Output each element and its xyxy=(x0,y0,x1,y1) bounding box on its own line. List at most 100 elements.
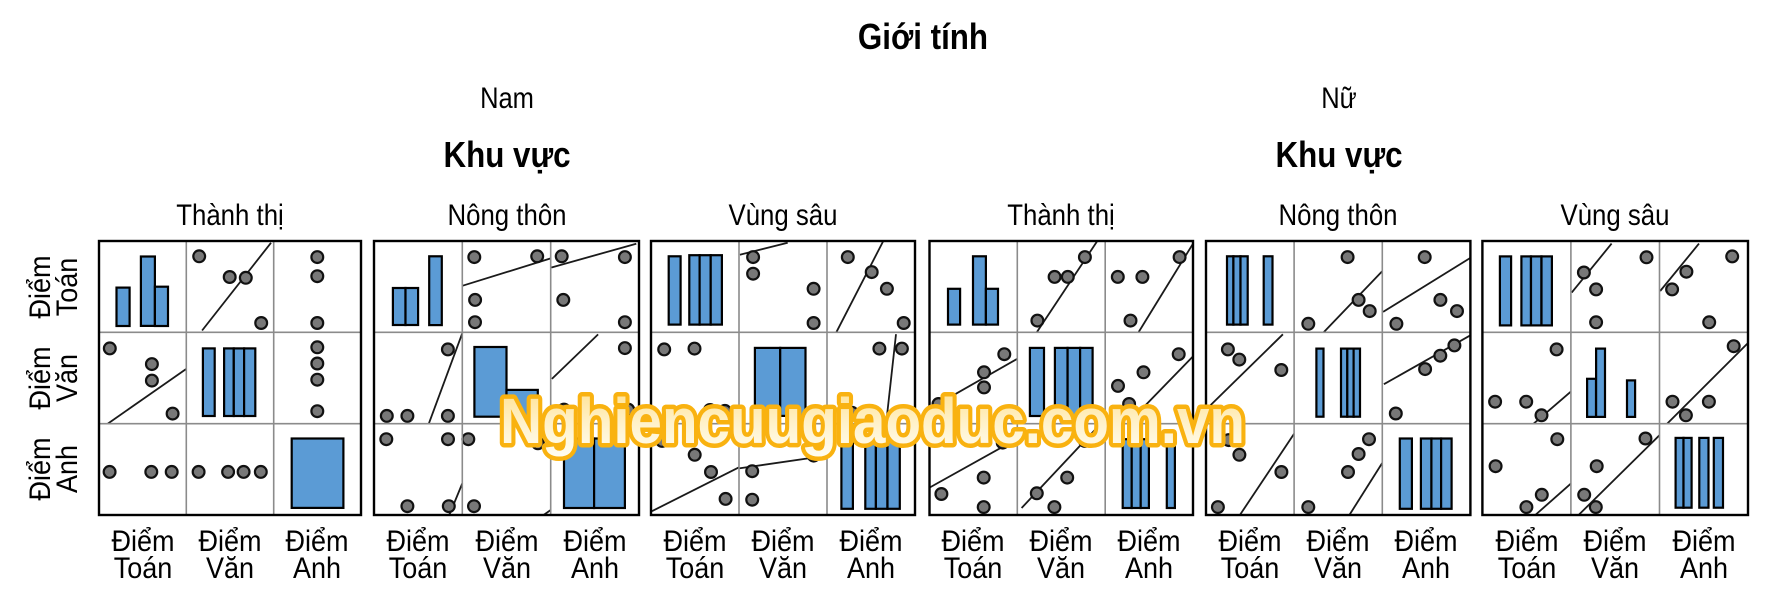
scatter-point xyxy=(467,250,482,265)
matrix-cell xyxy=(929,347,1018,412)
scatter-point xyxy=(1589,315,1604,330)
histogram-bar xyxy=(667,255,682,326)
scatter-point xyxy=(864,265,879,280)
scatter-point xyxy=(806,448,821,463)
histogram-bar xyxy=(1419,437,1433,510)
scatter-point xyxy=(844,405,859,420)
histogram-bar xyxy=(1698,436,1710,509)
scatter-point xyxy=(253,464,268,479)
matrix-cell xyxy=(1205,333,1289,420)
matrix-cell xyxy=(929,435,1018,515)
scatter-point xyxy=(192,249,207,264)
scatter-point xyxy=(400,499,415,514)
scatter-point xyxy=(976,365,991,380)
histogram-bar xyxy=(505,388,539,418)
scatter-point xyxy=(1433,348,1448,363)
scatter-point xyxy=(1447,338,1462,353)
facet-matrix-Nam-Thành thị xyxy=(97,239,363,517)
fit-line xyxy=(1534,482,1572,516)
scatter-point xyxy=(1665,394,1680,409)
x-axis-variable-label: Điểm Toán xyxy=(386,524,450,585)
scatter-point xyxy=(1211,405,1226,420)
fit-line xyxy=(201,242,272,332)
histogram-bar xyxy=(946,287,962,326)
inner-facet-label: Thành thị xyxy=(1007,199,1116,232)
inner-facet-label: Nông thôn xyxy=(1278,199,1398,232)
matrix-cell xyxy=(1301,250,1383,333)
scatter-point xyxy=(1418,362,1433,377)
histogram-bar xyxy=(391,286,407,327)
matrix-cell xyxy=(102,341,187,425)
scatter-point xyxy=(254,316,269,331)
histogram-bar xyxy=(1262,255,1274,326)
histogram-bar xyxy=(232,347,246,418)
matrix-cell xyxy=(1488,432,1572,516)
scatter-point xyxy=(1362,304,1377,319)
matrix-cell xyxy=(1498,255,1553,327)
scatter-point xyxy=(1549,342,1564,357)
inner-facet-label: Vùng sâu xyxy=(728,199,838,232)
scatter-point xyxy=(617,315,632,330)
matrix-cell xyxy=(310,340,325,419)
scatter-point xyxy=(1519,394,1534,409)
scatter-point xyxy=(718,491,733,506)
scatter-point xyxy=(687,447,702,462)
scatter-point xyxy=(1726,339,1741,354)
scatter-point xyxy=(687,341,702,356)
scatter-point xyxy=(191,464,206,479)
x-axis-variable-label: Điểm Toán xyxy=(663,524,727,585)
fit-line xyxy=(1126,355,1194,425)
matrix-cell xyxy=(115,255,170,328)
x-axis-variable-label: Điểm Anh xyxy=(285,524,349,585)
scatter-point xyxy=(530,436,545,451)
matrix-cell xyxy=(310,250,325,331)
scatter-point xyxy=(1210,500,1225,515)
histogram-bar xyxy=(473,345,508,418)
scatter-point xyxy=(1136,365,1151,380)
scatter-point xyxy=(1638,431,1653,446)
scatter-point xyxy=(468,292,483,307)
scatter-point xyxy=(1220,342,1235,357)
y-axis-variable-label: Điểm Anh xyxy=(24,437,84,501)
matrix-frame xyxy=(928,239,1195,517)
inner-facet-variable-label: Khu vực xyxy=(443,134,571,175)
scatter-point xyxy=(1519,500,1534,515)
facet-matrix-Nam-Nông thôn xyxy=(372,239,641,517)
matrix-cell xyxy=(657,341,732,418)
scatter-point xyxy=(310,316,325,331)
scatter-point xyxy=(894,341,909,356)
scatter-point xyxy=(621,402,636,417)
scatter-point xyxy=(840,250,855,265)
scatter-point xyxy=(1679,264,1694,279)
scatter-point xyxy=(806,281,821,296)
histogram-bar xyxy=(592,437,626,510)
x-axis-variable-label: Điểm Anh xyxy=(1394,524,1458,585)
scatter-point xyxy=(1232,352,1247,367)
histogram-bar xyxy=(886,438,901,510)
scatter-point xyxy=(441,499,456,514)
x-axis-variable-label: Điểm Toán xyxy=(111,524,175,585)
matrix-cell xyxy=(835,240,911,333)
scatter-point xyxy=(1550,432,1565,447)
x-axis-variable-label: Điểm Toán xyxy=(1495,524,1559,585)
scatter-point xyxy=(310,340,325,355)
matrix-cell xyxy=(290,437,345,510)
inner-facet-label: Nông thôn xyxy=(446,199,567,232)
scatter-point xyxy=(102,341,117,356)
matrix-cell xyxy=(844,334,909,424)
x-axis-variable-label: Điểm Văn xyxy=(198,524,262,585)
histogram-bar xyxy=(698,254,712,326)
x-axis-variable-label: Điểm Văn xyxy=(1583,524,1647,585)
scatter-point xyxy=(310,372,325,387)
scatter-point xyxy=(1301,316,1316,331)
matrix-cell xyxy=(379,432,464,516)
scatter-point xyxy=(1060,269,1075,284)
histogram-bar xyxy=(1520,255,1533,327)
scatter-point xyxy=(441,432,456,447)
scatter-point xyxy=(1077,433,1092,448)
inner-facet-variable-label: Khu vực xyxy=(1275,134,1403,175)
scatter-point xyxy=(164,464,179,479)
scatter-point xyxy=(530,249,545,264)
histogram-bar xyxy=(1712,436,1725,509)
fit-line xyxy=(1239,433,1295,516)
